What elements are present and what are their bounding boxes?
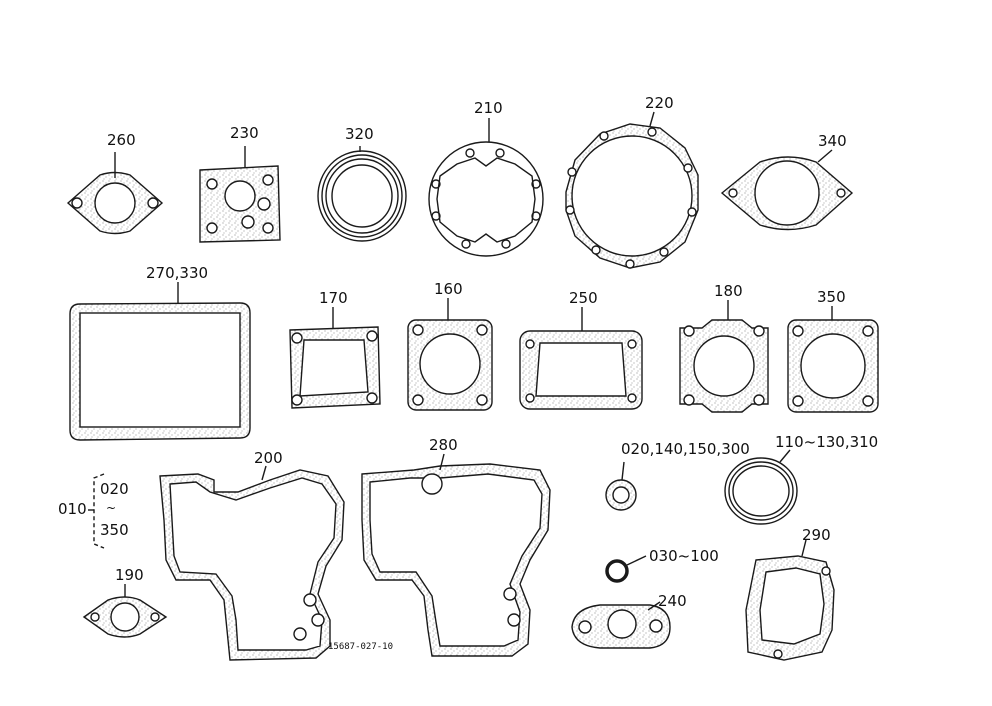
gasket-170 — [289, 307, 381, 409]
gasket-210 — [428, 118, 544, 257]
label-110-130-310: 110~130,310 — [775, 433, 879, 451]
label-group-350: 350 — [100, 521, 129, 539]
gasket-220 — [565, 111, 699, 269]
label-240: 240 — [658, 592, 687, 610]
seal-110-130 — [724, 449, 798, 525]
seal-320 — [317, 146, 407, 242]
gasket-180 — [679, 300, 769, 413]
gasket-230 — [199, 146, 281, 243]
label-220: 220 — [645, 94, 674, 112]
gasket-190 — [82, 584, 168, 638]
label-190: 190 — [115, 566, 144, 584]
gasket-350 — [787, 306, 879, 413]
label-group-tilde: ~ — [106, 501, 117, 515]
gasket-270-330 — [69, 282, 251, 441]
gasket-240 — [571, 601, 671, 649]
washer-020 — [605, 461, 637, 511]
label-160: 160 — [434, 280, 463, 298]
gasket-340 — [720, 149, 854, 231]
label-180: 180 — [714, 282, 743, 300]
group-010-bracket — [88, 473, 105, 549]
label-320: 320 — [345, 125, 374, 143]
label-350: 350 — [817, 288, 846, 306]
label-250: 250 — [569, 289, 598, 307]
gasket-280 — [361, 453, 551, 657]
label-230: 230 — [230, 124, 259, 142]
label-030-100: 030~100 — [649, 547, 719, 565]
label-020-140-150-300: 020,140,150,300 — [621, 440, 750, 458]
label-340: 340 — [818, 132, 847, 150]
gasket-260 — [66, 152, 164, 235]
label-170: 170 — [319, 289, 348, 307]
label-group-010: 010 — [58, 500, 87, 518]
label-280: 280 — [429, 436, 458, 454]
label-270-330: 270,330 — [146, 264, 209, 282]
label-290: 290 — [802, 526, 831, 544]
gasket-160 — [407, 298, 493, 411]
gasket-200 — [159, 465, 345, 661]
label-group-020: 020 — [100, 480, 129, 498]
o-ring-030 — [605, 555, 647, 583]
label-260: 260 — [107, 131, 136, 149]
label-210: 210 — [474, 99, 503, 117]
label-200: 200 — [254, 449, 283, 467]
gasket-250 — [519, 307, 643, 410]
gasket-290 — [745, 539, 835, 661]
drawing-number: 15687-027-10 — [328, 642, 394, 652]
